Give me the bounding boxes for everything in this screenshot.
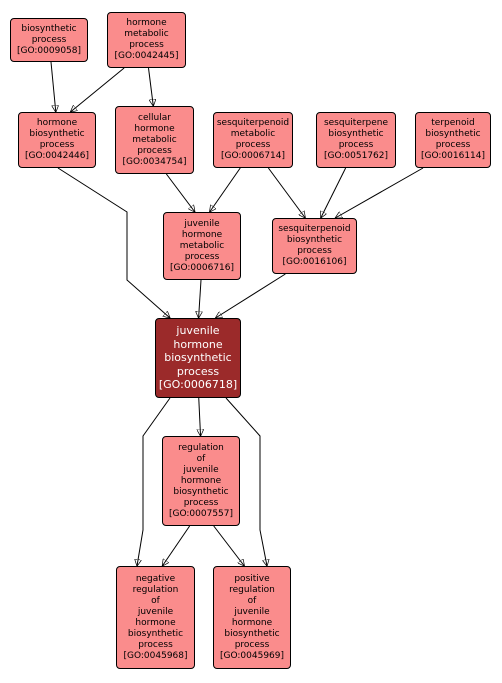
node-label-line: biosynthetic (425, 129, 481, 139)
node-label-line: metabolic (132, 134, 177, 145)
node-label-line: biosynthetic (328, 129, 384, 139)
node-label-line: hormone (126, 18, 167, 28)
node-label-line: biosynthetic (127, 628, 184, 639)
edge-arrow (335, 167, 424, 218)
node-label-line: of (196, 453, 206, 464)
node-label-line: juvenile (176, 324, 220, 338)
node-label-line: hormone (181, 229, 223, 240)
edge-arrow (321, 167, 347, 218)
node-label-line: process (39, 140, 75, 150)
node-label-line: [GO:0006716] (169, 262, 235, 273)
edge-arrow (57, 167, 170, 318)
node-label-line: hormone (180, 475, 222, 486)
node-label-line: [GO:0009058] (16, 45, 82, 56)
node-label-line: process (183, 497, 219, 508)
node-label-line: of (247, 595, 257, 606)
node-label-line: [GO:0042446] (24, 151, 90, 161)
node-label-line: [GO:0016114] (420, 151, 486, 161)
node-label-line: regulation (132, 584, 179, 595)
node-label-line: process (338, 140, 374, 150)
node-label-line: process (176, 364, 220, 378)
edge-arrow (70, 67, 125, 112)
node-label-line: biosynthetic (224, 628, 280, 639)
edge-arrow (137, 397, 171, 566)
edge-arrow (50, 61, 56, 112)
node-label-line: metabolic (179, 240, 225, 251)
node-label-line: hormone (134, 123, 175, 134)
node-label-line: hormone (36, 118, 78, 128)
edge-arrow (213, 525, 245, 566)
node-label-line: sesquiterpenoid (278, 224, 351, 234)
node-label-line: juvenile (137, 606, 174, 617)
node-label-line: biosynthetic (29, 129, 85, 139)
node-label-line: hormone (231, 617, 273, 628)
node-label-line: biosynthetic (173, 486, 229, 497)
node-label-line: process (235, 140, 271, 150)
node-label-line: hormone (135, 617, 176, 628)
node-label-line: hormone (173, 337, 223, 351)
node-label-line: terpenoid (431, 118, 475, 128)
node-label-line: sesquiterpene (323, 118, 389, 128)
edge-arrow (210, 167, 241, 212)
node-label-line: [GO:0045969] (219, 650, 285, 661)
node-label-line: [GO:0006718] (158, 378, 238, 392)
node-label-line: juvenile (184, 218, 220, 229)
edge-arrow (148, 67, 154, 106)
node-label-line: of (151, 595, 160, 606)
node-label-line: metabolic (230, 129, 276, 139)
node-label-line: [GO:0006714] (220, 151, 286, 161)
node-label-line: positive (234, 573, 270, 584)
node-label-line: [GO:0042445] (114, 51, 179, 61)
node-label-line: juvenile (183, 464, 219, 475)
node-label-line: [GO:0045968] (123, 650, 188, 661)
node-label-line: process (31, 34, 67, 45)
node-label-line: process (234, 639, 270, 650)
edge-arrow (225, 397, 267, 566)
node-label-line: cellular (138, 112, 171, 123)
edge-arrow (199, 279, 201, 318)
node-label-line: process (435, 140, 471, 150)
edge-arrow (215, 273, 286, 318)
node-label-line: metabolic (124, 29, 169, 39)
node-label-line: [GO:0034754] (122, 156, 187, 167)
node-label-line: [GO:0016106] (282, 257, 347, 267)
node-label-line: sesquiterpenoid (216, 118, 290, 128)
node-label-line: process (297, 246, 332, 256)
node-label-line: process (138, 639, 173, 650)
node-label-line: biosynthetic (286, 235, 343, 245)
edge-arrow (267, 167, 305, 218)
node-label-line: regulation (178, 442, 224, 453)
node-label-line: process (184, 251, 220, 262)
node-label-line: process (129, 40, 164, 50)
node-label-line: [GO:0007557] (168, 508, 234, 519)
edge-arrow (165, 173, 195, 212)
node-label-line: biosynthetic (21, 23, 77, 34)
node-label-line: regulation (229, 584, 275, 595)
edge-arrow (162, 525, 191, 566)
edge-arrow (199, 397, 201, 436)
node-label-line: juvenile (234, 606, 270, 617)
node-label-line: biosynthetic (164, 351, 232, 365)
node-label-line: negative (135, 573, 176, 584)
node-label-line: process (137, 145, 172, 156)
node-label-line: [GO:0051762] (323, 151, 389, 161)
